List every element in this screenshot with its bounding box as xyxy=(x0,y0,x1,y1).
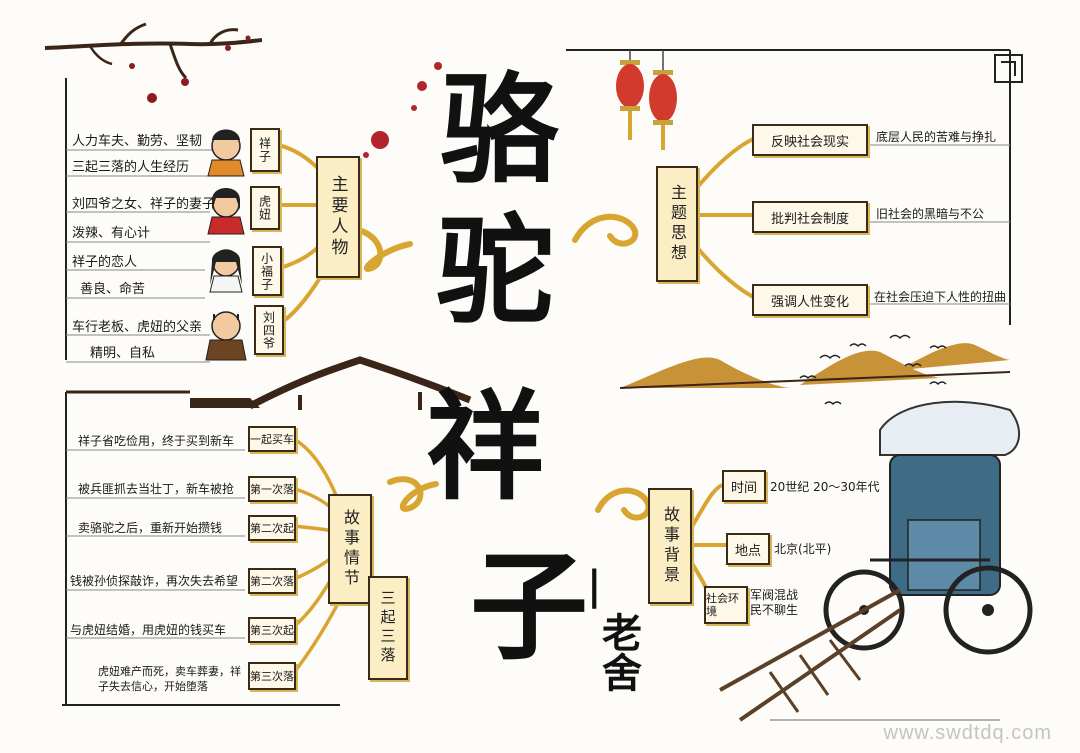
background-item-place: 地点 xyxy=(726,533,770,565)
plot-desc-2: 被兵匪抓去当壮丁，新车被抢 xyxy=(78,482,235,496)
title-char-4: 子 xyxy=(470,537,589,676)
title-char-1: 骆 xyxy=(440,61,559,200)
title-char-2: 驼 xyxy=(436,201,555,340)
plot-stage-5: 第三次起 xyxy=(248,617,296,643)
character-tag-huniu: 虎妞 xyxy=(250,186,280,230)
title-dash: | xyxy=(587,562,602,609)
plot-stage-6: 第三次落 xyxy=(248,662,296,690)
character-desc-xiaofuzi-2: 善良、命苦 xyxy=(80,282,146,297)
plot-desc-1: 祥子省吃俭用，终于买到新车 xyxy=(78,434,235,448)
character-desc-liusiye-2: 精明、自私 xyxy=(90,346,156,361)
background-desc-place: 北京(北平) xyxy=(774,542,832,556)
character-tag-xiaofuzi: 小福子 xyxy=(252,246,282,296)
portrait-xiaofuzi xyxy=(209,249,243,293)
character-desc-xiaofuzi-1: 祥子的恋人 xyxy=(72,255,138,270)
plot-desc-5: 与虎妞结婚，用虎妞的钱买车 xyxy=(70,623,227,637)
background-item-society: 社会环境 xyxy=(704,586,748,624)
theme-desc-1: 底层人民的苦难与挣扎 xyxy=(876,130,997,144)
theme-item-2: 批判社会制度 xyxy=(752,201,868,233)
character-desc-liusiye-1: 车行老板、虎妞的父亲 xyxy=(72,320,203,335)
plot-desc-3: 卖骆驼之后，重新开始攒钱 xyxy=(78,521,223,535)
plot-label: 故事情节 xyxy=(328,494,372,604)
character-desc-huniu-1: 刘四爷之女、祥子的妻子 xyxy=(72,197,216,212)
plot-stage-1: 一起买车 xyxy=(248,426,296,452)
background-item-time: 时间 xyxy=(722,470,766,502)
plot-desc-4: 钱被孙侦探敲诈，再次失去希望 xyxy=(70,574,239,588)
plot-stage-2: 第一次落 xyxy=(248,476,296,502)
watermark: www.swdtdq.com xyxy=(883,722,1052,744)
theme-item-1: 反映社会现实 xyxy=(752,124,868,156)
portrait-xiangzi xyxy=(207,129,245,177)
theme-desc-3: 在社会压迫下人性的扭曲 xyxy=(874,290,1007,304)
plot-stage-4: 第二次落 xyxy=(248,568,296,594)
characters-label: 主要人物 xyxy=(316,156,360,278)
character-desc-huniu-2: 泼辣、有心计 xyxy=(72,226,151,241)
plot-sub-label: 三起三落 xyxy=(368,576,408,680)
portrait-huniu xyxy=(207,188,245,235)
background-label: 故事背景 xyxy=(648,488,692,604)
plot-stage-3: 第二次起 xyxy=(248,515,296,541)
theme-desc-2: 旧社会的黑暗与不公 xyxy=(876,207,985,221)
background-desc-society: 军阀混战 民不聊生 xyxy=(750,588,799,617)
plot-desc-6: 虎妞难产而死，卖车葬妻，祥子失去信心，开始堕落 xyxy=(98,665,241,693)
theme-item-3: 强调人性变化 xyxy=(752,284,868,316)
author-name: 老舍 xyxy=(595,612,642,692)
character-tag-xiangzi: 祥子 xyxy=(250,128,280,172)
background-desc-time: 20世纪 20～30年代 xyxy=(770,480,880,494)
character-desc-xiangzi-1: 人力车夫、勤劳、坚韧 xyxy=(72,134,203,149)
title-char-3: 祥 xyxy=(426,377,545,516)
character-tag-liusiye: 刘四爷 xyxy=(254,305,284,355)
portrait-liusiye xyxy=(205,311,247,361)
character-desc-xiangzi-2: 三起三落的人生经历 xyxy=(72,160,190,175)
theme-label: 主题思想 xyxy=(656,166,698,282)
